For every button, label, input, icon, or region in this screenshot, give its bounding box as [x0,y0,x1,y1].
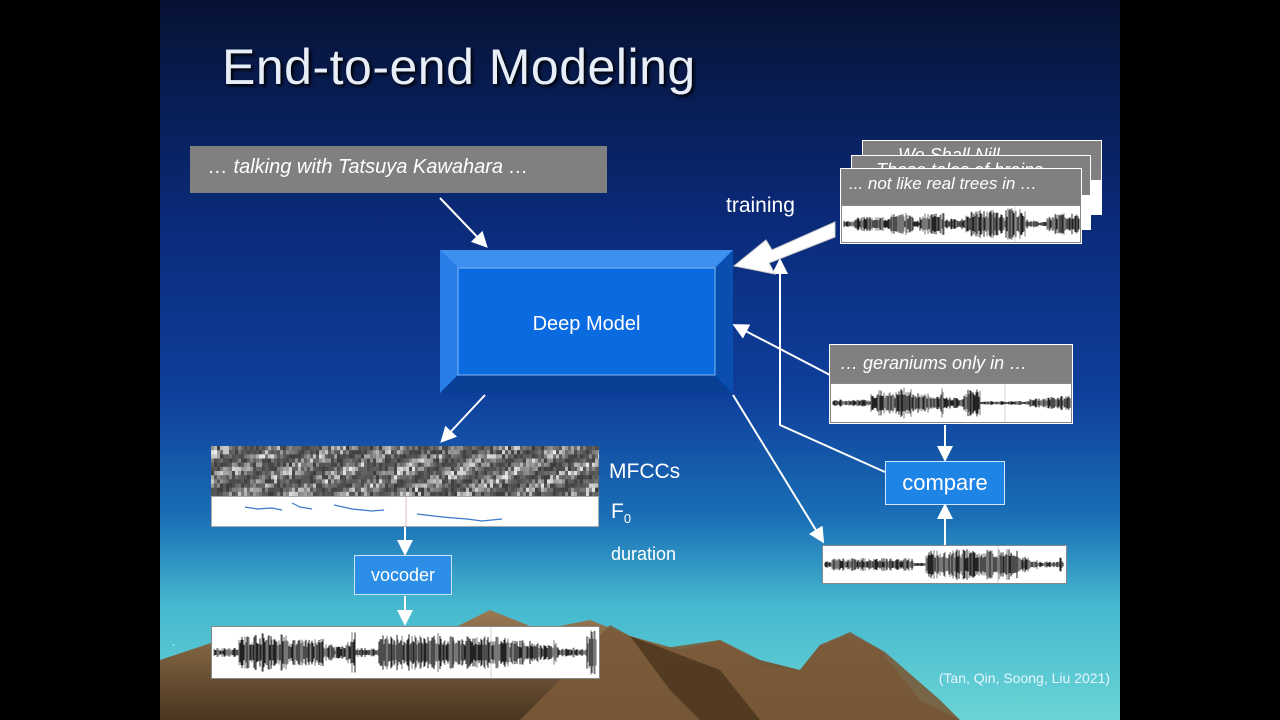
test-sample-waveform [830,383,1072,423]
waveform-graphic [843,206,1080,242]
f0-contour-graphic [244,497,503,526]
citation: (Tan, Qin, Soong, Liu 2021) [938,670,1110,686]
waveform-graphic [824,546,1064,583]
training-arrow [732,221,836,275]
training-label: training [726,194,795,217]
footer-dot: - [172,640,176,651]
test-sample-box: … geraniums only in … [829,344,1073,424]
mountain-shadow [630,636,760,720]
mountain-peaks [520,625,960,720]
test-sample-text: … geraniums only in … [840,353,1028,373]
arrow-test-to-model [732,324,831,376]
deep-model-box: Deep Model [439,249,734,394]
f0-label-subscript: 0 [623,511,632,527]
arrow-input-to-model [439,197,488,248]
input-text-box: … talking with Tatsuya Kawahara … [190,146,607,193]
waveform-graphic [213,627,597,678]
training-sample-1-text: ... not like real trees in … [849,174,1038,193]
training-sample-1: ... not like real trees in … [840,168,1082,244]
f0-label-main: F [611,500,624,523]
f0-contour [211,496,599,527]
duration-label: duration [611,544,677,564]
spectrogram-graphic [211,446,599,496]
mfcc-spectrogram [211,446,599,496]
deep-model-label: Deep Model [532,313,641,335]
arrow-model-to-mfcc [440,394,486,443]
vocoder-box: vocoder [354,555,452,595]
arrow-compare-feedback [772,258,886,473]
training-sample-1-waveform [841,205,1081,243]
f0-label: F0 [611,500,631,526]
waveform-graphic [832,384,1071,422]
compare-box: compare [885,461,1005,505]
slide: End-to-end Modeling … talking with Tatsu… [160,0,1120,720]
arrow-model-to-output-wave [732,394,825,544]
slide-title: End-to-end Modeling [222,39,696,95]
output-waveform [211,626,600,679]
mfcc-label: MFCCs [609,460,681,483]
generated-waveform [822,545,1067,584]
deep-model-bevel [439,249,734,394]
